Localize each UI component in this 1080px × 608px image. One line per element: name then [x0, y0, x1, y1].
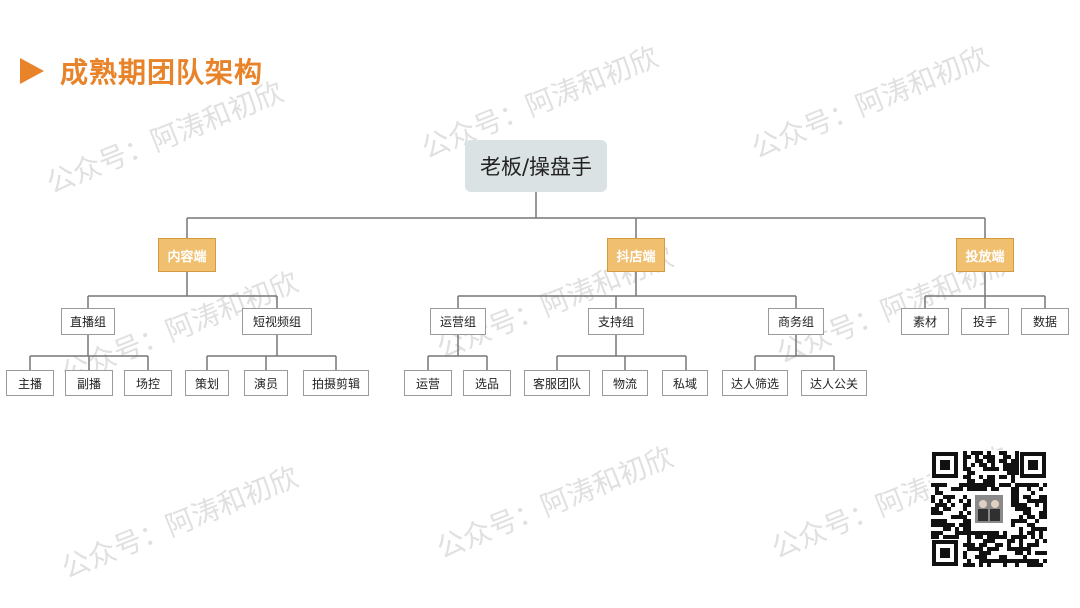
video-member-node: 拍摄剪辑 — [303, 370, 369, 396]
live-team-node: 直播组 — [61, 308, 115, 335]
video-member-node: 策划 — [185, 370, 229, 396]
page-title-text: 成熟期团队架构 — [60, 56, 264, 89]
store-group-node: 抖店端 — [607, 238, 665, 272]
bd-member-node: 达人公关 — [801, 370, 867, 396]
play-arrow-icon — [20, 58, 44, 84]
ads-group-node: 投放端 — [956, 238, 1014, 272]
live-member-node: 场控 — [124, 370, 172, 396]
qr-code-image — [930, 450, 1048, 568]
video-team-node: 短视频组 — [242, 308, 312, 335]
ads-member-node: 素材 — [901, 308, 949, 335]
bd-member-node: 达人筛选 — [722, 370, 788, 396]
ads-member-node: 数据 — [1021, 308, 1069, 335]
support-member-node: 客服团队 — [524, 370, 590, 396]
ops-team-node: 运营组 — [430, 308, 486, 335]
support-team-node: 支持组 — [588, 308, 644, 335]
live-member-node: 主播 — [6, 370, 54, 396]
page-title: 成熟期团队架构 — [20, 52, 263, 90]
root-node: 老板/操盘手 — [465, 140, 607, 192]
bd-team-node: 商务组 — [768, 308, 824, 335]
support-member-node: 私域 — [662, 370, 708, 396]
content-group-node: 内容端 — [158, 238, 216, 272]
ops-member-node: 选品 — [463, 370, 511, 396]
live-member-node: 副播 — [65, 370, 113, 396]
support-member-node: 物流 — [602, 370, 648, 396]
ads-member-node: 投手 — [961, 308, 1009, 335]
video-member-node: 演员 — [244, 370, 288, 396]
ops-member-node: 运营 — [404, 370, 452, 396]
